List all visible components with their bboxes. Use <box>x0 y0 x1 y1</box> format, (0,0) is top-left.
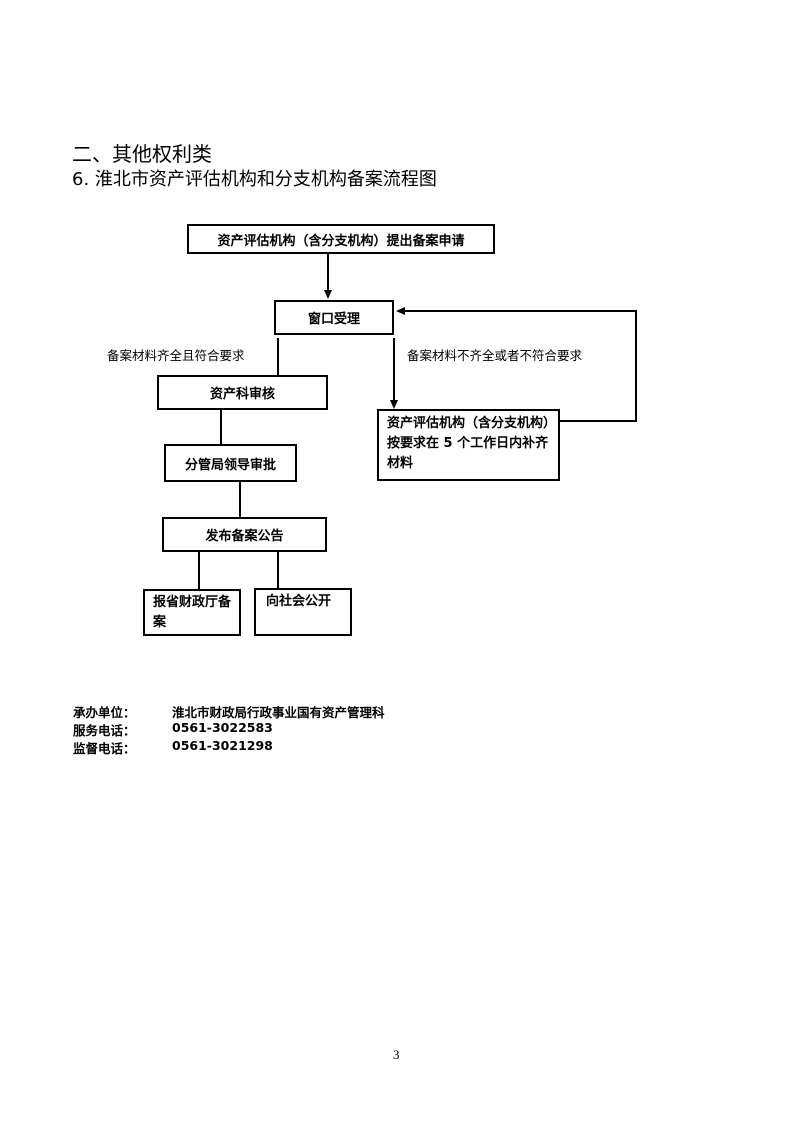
connector <box>327 254 329 292</box>
approve-box: 分管局领导审批 <box>164 444 297 482</box>
connector <box>559 420 637 422</box>
unit-label: 承办单位： <box>73 705 136 720</box>
supplement-box: 资产评估机构（含分支机构）按要求在 5 个工作日内补齐材料 <box>377 409 560 481</box>
connector <box>239 482 241 517</box>
review-box: 资产科审核 <box>157 375 328 410</box>
connector <box>277 338 279 376</box>
publish-box: 发布备案公告 <box>162 517 327 552</box>
connector <box>220 410 222 444</box>
window-box: 窗口受理 <box>274 300 394 335</box>
arrow-left-icon <box>396 307 405 315</box>
public-box: 向社会公开 <box>254 588 352 636</box>
supervise-phone-value: 0561-3021298 <box>172 738 273 753</box>
connector <box>404 310 636 312</box>
arrow-down-icon <box>324 290 332 299</box>
connector <box>635 310 637 421</box>
label-ok: 备案材料齐全且符合要求 <box>107 348 245 363</box>
report-box: 报省财政厅备案 <box>143 589 241 636</box>
arrow-down-icon <box>390 400 398 409</box>
unit-value: 淮北市财政局行政事业国有资产管理科 <box>172 705 385 720</box>
connector <box>393 338 395 402</box>
apply-box: 资产评估机构（含分支机构）提出备案申请 <box>187 224 495 254</box>
service-phone-label: 服务电话： <box>73 723 136 738</box>
section-heading: 二、其他权利类 <box>72 142 212 166</box>
service-phone-value: 0561-3022583 <box>172 720 273 735</box>
page-number: 3 <box>393 1047 400 1062</box>
connector <box>277 552 279 588</box>
flow-title: 6. 淮北市资产评估机构和分支机构备案流程图 <box>72 169 437 190</box>
connector <box>198 552 200 589</box>
label-not-ok: 备案材料不齐全或者不符合要求 <box>407 348 583 363</box>
supervise-phone-label: 监督电话： <box>73 741 136 756</box>
